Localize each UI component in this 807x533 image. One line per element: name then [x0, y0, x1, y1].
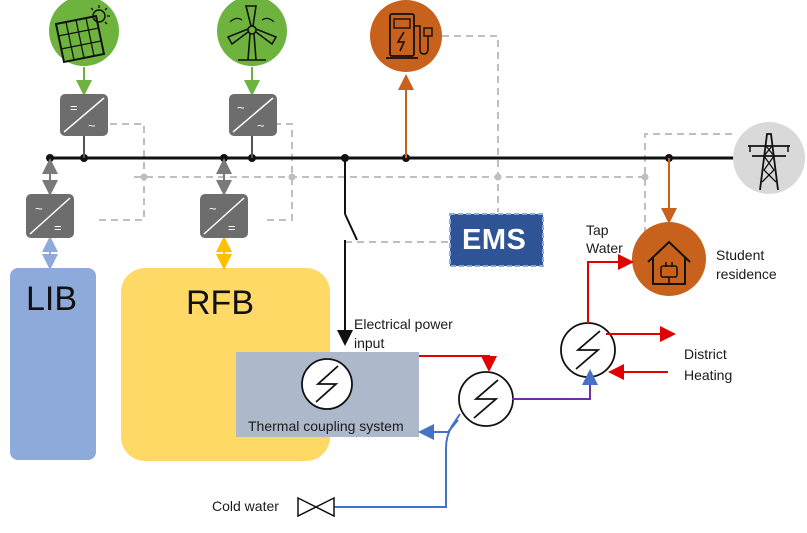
ems-box	[449, 213, 544, 267]
rfb-inverter-icon: ~ =	[200, 194, 248, 238]
tap-water-label-2: Water	[586, 240, 623, 256]
wind-turbine-icon	[217, 0, 287, 66]
svg-text:~: ~	[209, 201, 217, 216]
district-heating-label-1: District	[684, 346, 727, 362]
student-residence-label-2: residence	[716, 266, 777, 282]
svg-text:=: =	[228, 220, 236, 235]
ev-charger-icon	[370, 0, 442, 72]
mixed-pipe-hx-to-hx	[512, 369, 598, 400]
rfb-label: RFB	[186, 284, 254, 322]
lib-inverter-icon: ~ =	[26, 194, 74, 238]
ems-label: EMS	[462, 224, 527, 256]
student-residence-label-1: Student	[716, 247, 765, 263]
electrical-power-input-label-2: input	[354, 335, 385, 351]
thermal-coupling-label: Thermal coupling system	[248, 418, 404, 434]
heat-exchanger-icon	[458, 371, 514, 427]
lib-label: LIB	[26, 280, 78, 318]
dc-dc-converter-icon: = ~	[60, 94, 108, 136]
tap-water-pipe	[587, 254, 634, 323]
lib-battery-block	[10, 268, 96, 460]
svg-text:~: ~	[237, 100, 245, 115]
wind-converter-icon: ~ ~	[229, 94, 277, 136]
svg-text:~: ~	[257, 118, 265, 133]
heat-exchanger-icon	[560, 322, 616, 378]
control-nodes	[140, 173, 649, 181]
solar-panel-icon	[49, 0, 119, 66]
cold-water-label: Cold water	[212, 498, 279, 514]
hot-pipe-tcs-to-hx	[419, 355, 497, 372]
heat-exchanger-icon	[301, 358, 353, 410]
power-grid-pylon-icon	[733, 122, 805, 194]
valve-icon	[297, 496, 335, 518]
tap-water-label-1: Tap	[586, 222, 609, 238]
house-plug-icon	[632, 222, 706, 296]
svg-text:=: =	[54, 220, 62, 235]
circuit-switch	[337, 158, 358, 346]
district-heating-label-2: Heating	[684, 367, 733, 383]
svg-text:~: ~	[88, 118, 96, 133]
cold-water-supply-pipe	[334, 413, 461, 508]
svg-text:=: =	[70, 100, 78, 115]
electrical-power-input-label-1: Electrical power	[354, 316, 453, 332]
svg-text:~: ~	[35, 201, 43, 216]
